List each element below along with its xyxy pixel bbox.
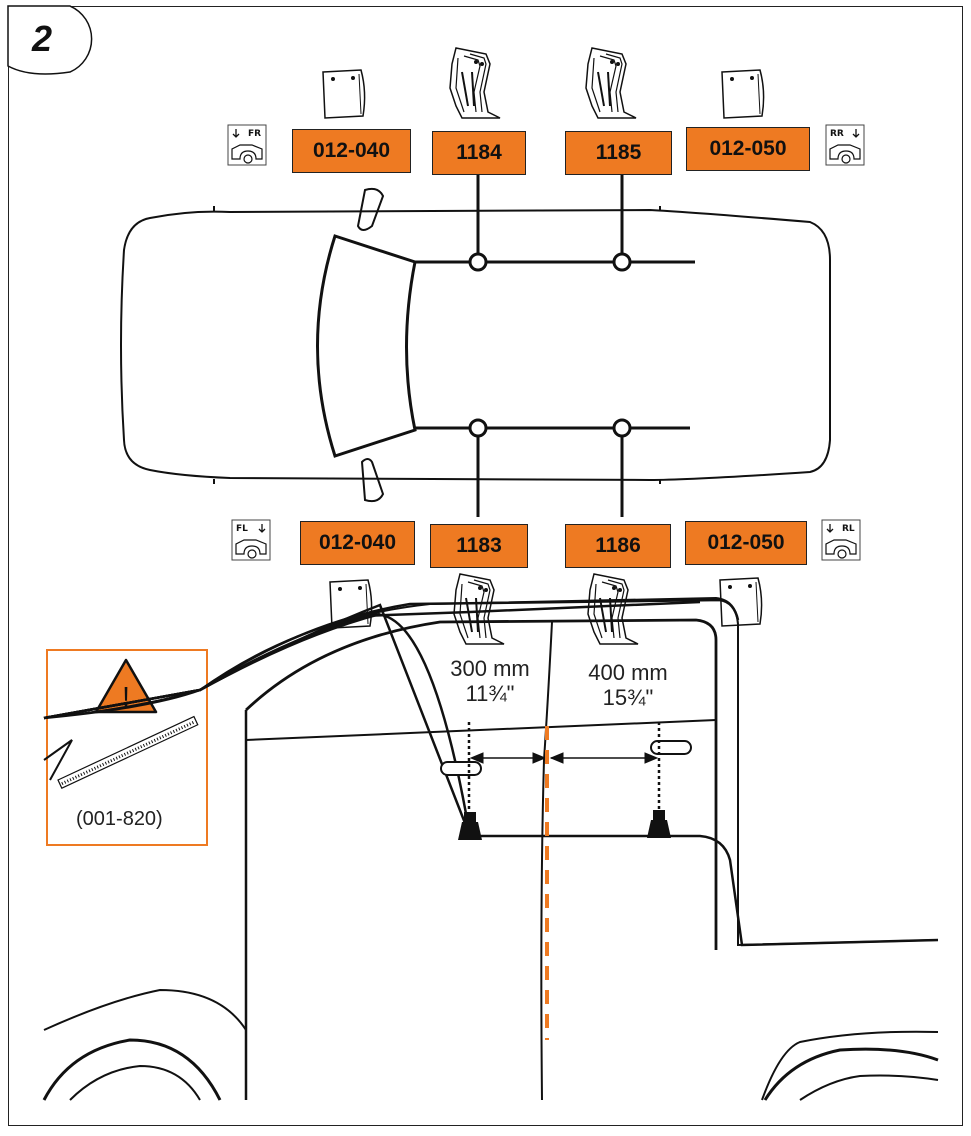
position-icon-rl: RL (821, 519, 861, 561)
position-label-rr: RR (830, 129, 844, 139)
warning-symbol: ! (122, 681, 130, 712)
roof-foot-front (458, 812, 482, 840)
step-number: 2 (32, 18, 53, 59)
dimension-rear-mm: 400 mm (588, 660, 668, 685)
part-code-front-left-foot: 1183 (430, 524, 528, 568)
foot-mount-points (468, 252, 632, 438)
dimension-front-mm: 300 mm (450, 656, 530, 681)
dimension-front-group: 300 mm 11¾" (440, 656, 540, 706)
foot-part-rear-left (587, 573, 639, 645)
ruler-icon (57, 715, 199, 789)
roof-foot-rear (647, 810, 671, 838)
foot-part-rear-right (585, 47, 637, 119)
position-icon-rr: RR (825, 124, 865, 166)
part-code-rear-left-foot: 1186 (565, 524, 671, 568)
pad-part-rear-right (721, 69, 765, 119)
vehicle-side-body (42, 596, 939, 1101)
tool-code-label: (001-820) (76, 808, 163, 830)
dimension-front-in: 11¾" (465, 681, 515, 706)
connector-lines (476, 175, 624, 517)
step-badge (7, 5, 93, 75)
part-code-front-right-pad: 012-040 (292, 129, 411, 173)
dimension-lines (467, 722, 661, 812)
position-label-rl: RL (842, 524, 855, 534)
position-icon-fl: FL (231, 519, 271, 561)
diagram-frame (8, 6, 963, 1126)
position-icon-fr: FR (227, 124, 267, 166)
part-code-rear-right-pad: 012-050 (686, 127, 810, 171)
dimension-rear-group: 400 mm 15¾" (578, 660, 678, 710)
dimension-rear-in: 15¾" (602, 685, 654, 710)
warning-icon: ! (94, 658, 158, 714)
part-code-front-right-foot: 1184 (432, 131, 526, 175)
position-label-fl: FL (236, 524, 248, 534)
foot-part-front-left (453, 573, 505, 645)
foot-part-front-right (449, 47, 501, 119)
part-code-rear-left-pad: 012-050 (685, 521, 807, 565)
part-code-front-left-pad: 012-040 (300, 521, 415, 565)
part-code-rear-right-foot: 1185 (565, 131, 672, 175)
pad-part-front-right (322, 69, 366, 119)
vehicle-top-view (120, 187, 831, 503)
position-label-fr: FR (248, 129, 261, 139)
